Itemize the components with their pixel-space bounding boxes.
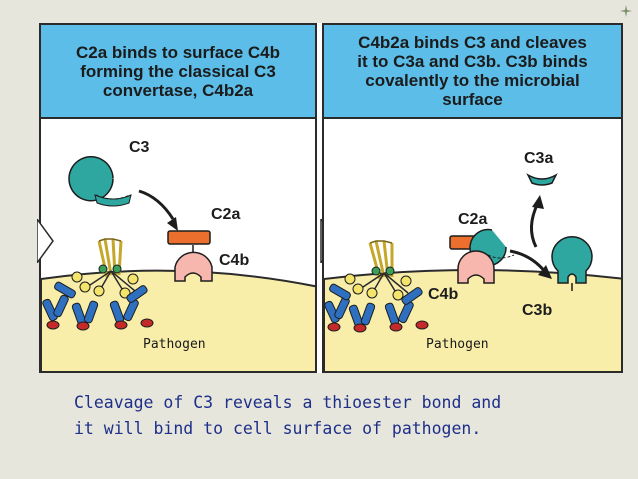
- right-scene: C3a C2a C4b: [324, 150, 621, 371]
- c3a-fragment: [526, 173, 558, 186]
- panel-heading: C2a binds to surface C4b forming the cla…: [75, 42, 281, 100]
- label-c3: C3: [129, 139, 150, 156]
- c3-molecule: [68, 156, 132, 207]
- label-c3b: C3b: [522, 302, 552, 319]
- complement-figure: C2a binds to surface C4b forming the cla…: [37, 23, 623, 373]
- caption: Cleavage of C3 reveals a thioester bond …: [74, 390, 614, 442]
- corner-star-icon: [620, 5, 632, 17]
- c4b-molecule: [174, 245, 213, 282]
- antibody-c1-complex: [42, 238, 154, 331]
- pathogen-label: Pathogen: [143, 337, 206, 352]
- chevron-right-icon: [37, 219, 54, 263]
- panel-heading-box: C2a binds to surface C4b forming the cla…: [41, 25, 315, 119]
- label-c2a: C2a: [458, 211, 487, 228]
- c4b-molecule: [457, 250, 495, 284]
- label-c3a: C3a: [524, 150, 553, 167]
- pathogen-label: Pathogen: [426, 337, 489, 352]
- label-c2a: C2a: [211, 206, 240, 223]
- label-c4b: C4b: [428, 286, 458, 303]
- caption-line-1: Cleavage of C3 reveals a thioester bond …: [74, 393, 502, 412]
- c3b-molecule: [551, 235, 593, 291]
- panel-c3-cleavage: C4b2a binds C3 and cleaves it to C3a and…: [322, 23, 623, 373]
- caption-line-2: it will bind to cell surface of pathogen…: [74, 419, 482, 438]
- release-arrow: [530, 202, 540, 248]
- thioester-arrow-icon: [138, 189, 175, 220]
- panel-heading: C4b2a binds C3 and cleaves it to C3a and…: [357, 33, 588, 109]
- panel-heading-box: C4b2a binds C3 and cleaves it to C3a and…: [324, 25, 621, 119]
- label-c4b: C4b: [219, 252, 249, 269]
- panel-classical-convertase: C2a binds to surface C4b forming the cla…: [39, 23, 317, 373]
- left-scene: C3 C2a C4b: [41, 139, 315, 371]
- antibody-c1-complex: [324, 240, 429, 333]
- c2a-fragment: [167, 230, 211, 245]
